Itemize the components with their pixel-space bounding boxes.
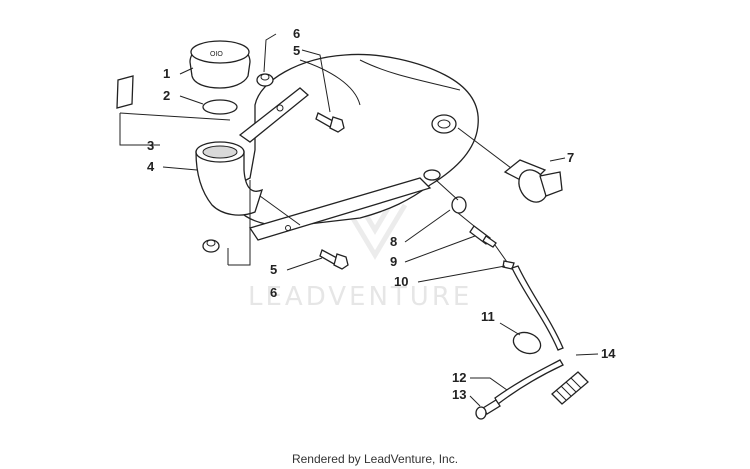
hose-fitting — [475, 399, 501, 420]
hose-clamp — [512, 331, 542, 355]
callout-11: 11 — [481, 309, 495, 324]
callout-13: 13 — [452, 387, 466, 402]
callout-12: 12 — [452, 370, 466, 385]
outlet-grommet — [451, 196, 467, 214]
label-decal — [116, 75, 134, 109]
callout-6-top: 6 — [293, 26, 300, 41]
callout-5-top: 5 — [293, 43, 300, 58]
bolt-bottom — [319, 249, 349, 270]
leader-lines — [119, 33, 599, 407]
bolt-top — [315, 112, 345, 133]
o-ring — [202, 99, 238, 115]
fuel-cap: OIO — [189, 40, 251, 89]
grommet-top — [256, 73, 274, 87]
grommet-bottom — [202, 239, 220, 253]
hose-spring — [551, 371, 589, 405]
footer-credit: Rendered by LeadVenture, Inc. — [291, 452, 459, 466]
lower-hose — [494, 359, 564, 405]
svg-text:OIO: OIO — [210, 51, 223, 58]
callout-8: 8 — [390, 234, 397, 249]
callout-7: 7 — [567, 150, 574, 165]
filler-neck — [195, 141, 264, 216]
fuel-tank — [232, 53, 479, 241]
callout-2: 2 — [163, 88, 170, 103]
outlet-fitting — [469, 225, 497, 248]
callout-1: 1 — [163, 66, 170, 81]
callout-9: 9 — [390, 254, 397, 269]
callout-14: 14 — [601, 346, 616, 361]
callout-3: 3 — [147, 138, 154, 153]
callout-5-bottom: 5 — [270, 262, 277, 277]
watermark-text: LEADVENTURE — [248, 282, 472, 312]
fuel-hose — [511, 265, 564, 351]
shutoff-valve — [503, 159, 563, 203]
callout-4: 4 — [147, 159, 155, 174]
callout-10: 10 — [394, 274, 408, 289]
callout-6-bottom: 6 — [270, 285, 277, 300]
